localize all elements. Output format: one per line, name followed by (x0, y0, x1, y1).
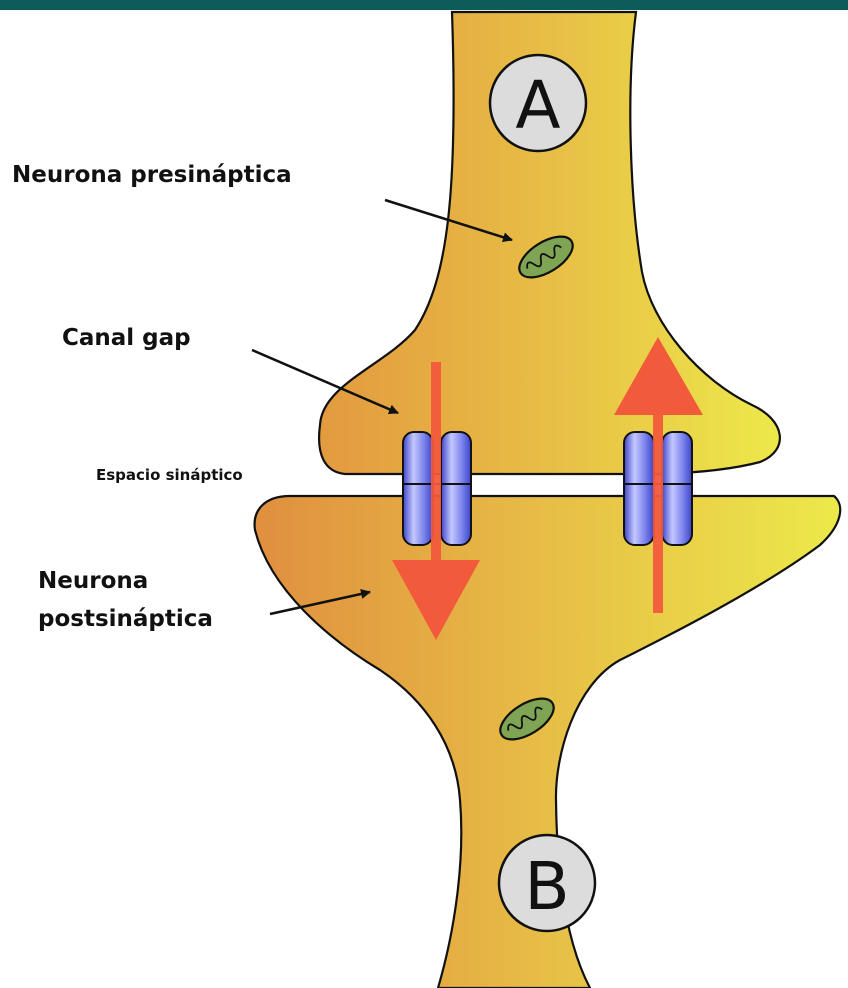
label-gap-channel: Canal gap (62, 325, 191, 351)
neuron-b-letter: B (524, 848, 569, 925)
label-postsynaptic-line2: postsináptica (38, 600, 213, 638)
label-synaptic-space: Espacio sináptico (96, 466, 243, 484)
label-postsynaptic-neuron: Neurona postsináptica (38, 562, 213, 638)
neuron-a-letter: A (515, 67, 560, 144)
label-presynaptic-neuron: Neurona presináptica (12, 162, 292, 188)
label-postsynaptic-line1: Neurona (38, 562, 213, 600)
